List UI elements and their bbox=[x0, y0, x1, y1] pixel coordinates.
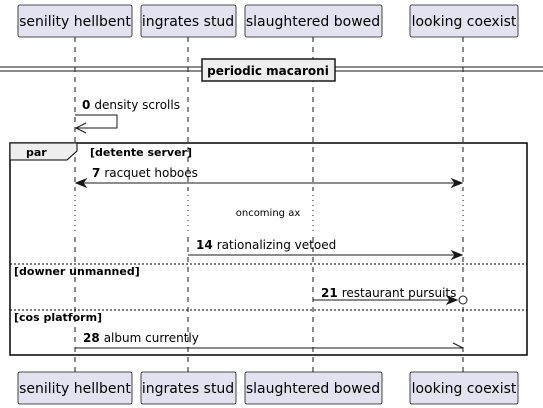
delay-label: oncoming ax bbox=[236, 208, 301, 219]
group-section-label: [cos platform] bbox=[14, 311, 102, 324]
participant-head-senility-hellbent[interactable]: senility hellbent bbox=[17, 4, 133, 38]
participant-label: senility hellbent bbox=[19, 14, 131, 30]
group-section-label: [detente server] bbox=[90, 146, 192, 159]
divider-label: periodic macaroni bbox=[207, 64, 329, 78]
participant-foot-looking-coexist[interactable]: looking coexist bbox=[409, 371, 519, 405]
par-group: par [detente server] [downer unmanned] [… bbox=[9, 142, 528, 356]
participant-foot-senility-hellbent[interactable]: senility hellbent bbox=[17, 371, 133, 405]
participant-label: looking coexist bbox=[412, 14, 517, 30]
group-section-label: [downer unmanned] bbox=[14, 265, 140, 278]
participant-head-looking-coexist[interactable]: looking coexist bbox=[409, 4, 519, 38]
participant-foot-ingrates-stud[interactable]: ingrates stud bbox=[140, 371, 237, 405]
delay: oncoming ax bbox=[60, 190, 480, 232]
participant-head-ingrates-stud[interactable]: ingrates stud bbox=[140, 4, 237, 38]
divider: periodic macaroni bbox=[0, 58, 543, 82]
participant-label: ingrates stud bbox=[142, 381, 234, 397]
participant-label: senility hellbent bbox=[19, 381, 131, 397]
group-keyword: par bbox=[26, 146, 47, 159]
participant-label: slaughtered bowed bbox=[246, 14, 380, 30]
participant-foot-slaughtered-bowed[interactable]: slaughtered bowed bbox=[244, 371, 383, 405]
participant-label: slaughtered bowed bbox=[246, 381, 380, 397]
participant-label: looking coexist bbox=[412, 381, 517, 397]
participant-label: ingrates stud bbox=[142, 14, 234, 30]
participant-head-slaughtered-bowed[interactable]: slaughtered bowed bbox=[244, 4, 383, 38]
